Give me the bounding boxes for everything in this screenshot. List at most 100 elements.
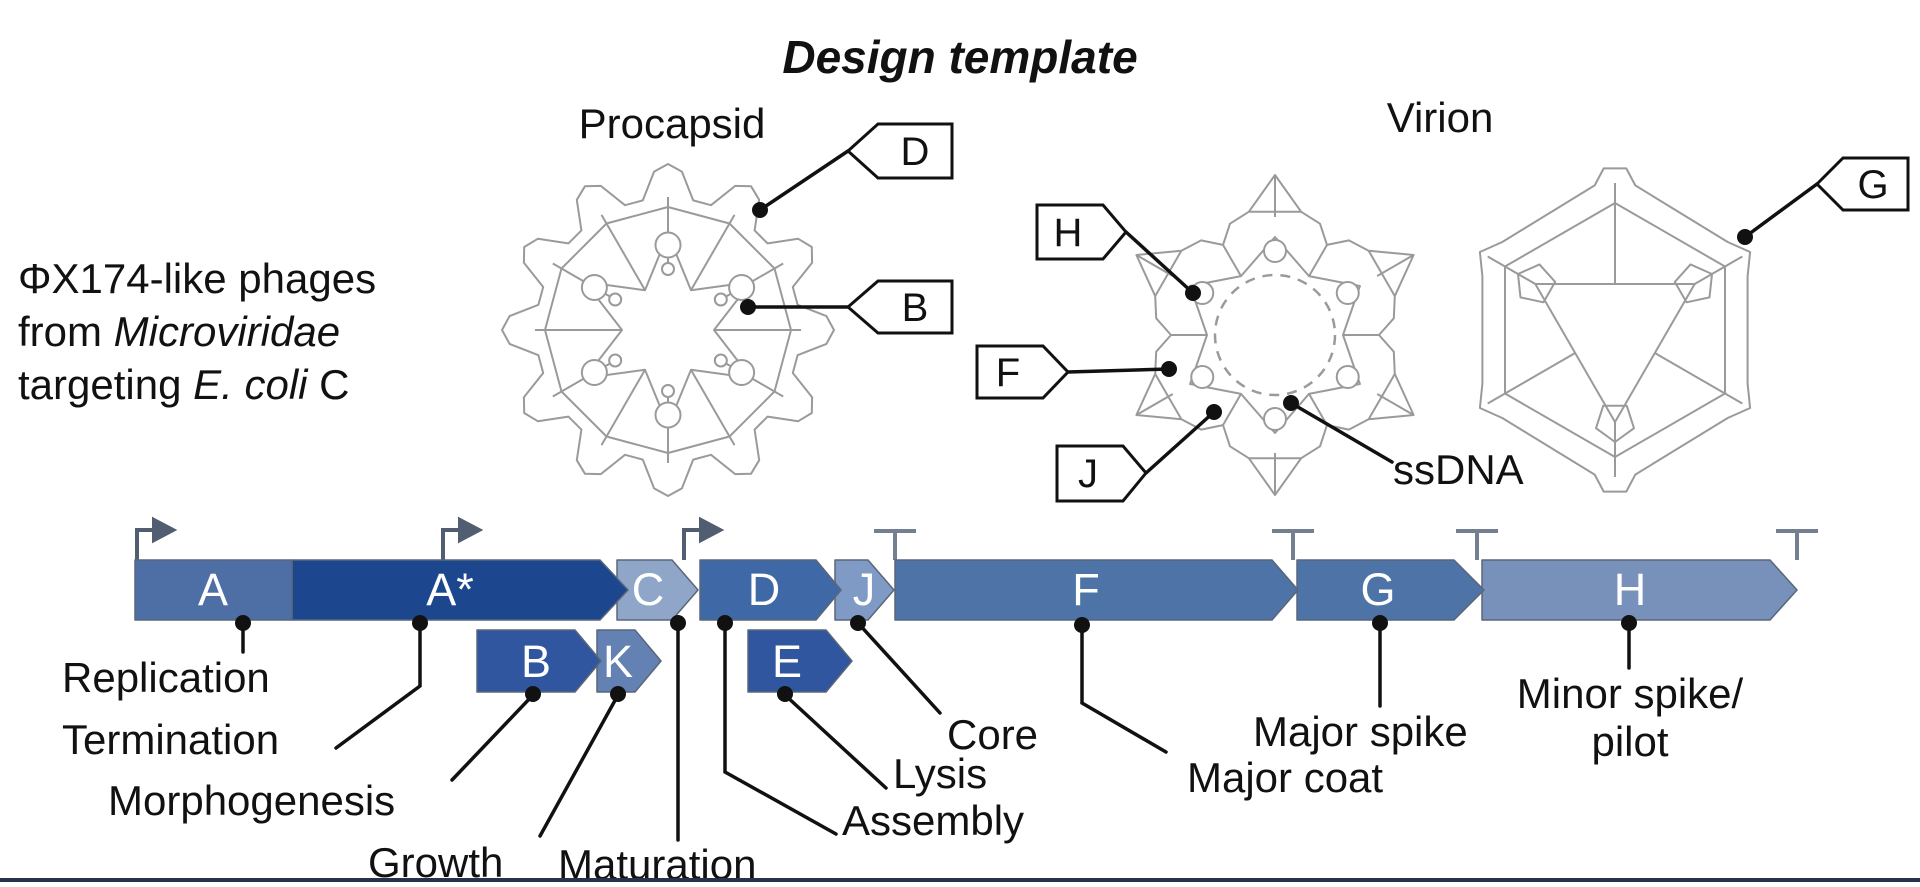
label-termination: Termination <box>62 716 280 763</box>
gene-label-F: F <box>1072 564 1100 615</box>
label-minor-spike-line1: Minor spike/ <box>1516 670 1744 717</box>
dot-gene-K <box>610 686 626 702</box>
gene-arrow-F <box>894 559 1299 621</box>
gene-arrow-C <box>616 559 699 621</box>
terminators <box>874 529 1818 560</box>
label-minor-spike-pilot: Minor spike/ pilot <box>1460 670 1800 766</box>
leader-line-termination <box>334 621 422 750</box>
dot-gene-G <box>1372 615 1388 631</box>
tag-label-G: G <box>1857 163 1888 207</box>
function-anchor-dots <box>235 615 1637 702</box>
promoters <box>135 516 725 560</box>
gene-arrow-D <box>699 559 842 621</box>
gene-label-E: E <box>772 636 802 687</box>
figure-title: Design template <box>782 31 1138 83</box>
italic-ecoli: E. coli <box>193 361 308 408</box>
dot-gene-A <box>235 615 251 631</box>
anchor-dot-H <box>1185 285 1201 301</box>
gene-label-B: B <box>521 636 551 687</box>
dot-gene-H <box>1621 615 1637 631</box>
gene-arrow-A <box>134 559 293 621</box>
dot-gene-J <box>850 615 866 631</box>
promoter-icon-1 <box>135 516 178 560</box>
gene-label-C: C <box>632 564 665 615</box>
virion-heading: Virion <box>1386 94 1494 141</box>
virion-cross-section-wireframe <box>1135 174 1415 496</box>
label-major-spike: Major spike <box>1253 708 1468 755</box>
protein-tag-labels: D B H F J G <box>901 130 1889 496</box>
tag-G <box>1814 156 1910 212</box>
tag-label-F: F <box>996 351 1020 395</box>
terminator-icon-4 <box>1776 529 1818 560</box>
anchor-dot-B <box>740 299 756 315</box>
tag-label-H: H <box>1054 211 1083 255</box>
gene-label-J: J <box>853 564 876 615</box>
anchor-dot-D <box>752 202 768 218</box>
gene-label-G: G <box>1360 564 1395 615</box>
gene-map <box>134 559 1798 693</box>
label-morphogenesis: Morphogenesis <box>108 777 396 824</box>
leader-line-F <box>1066 367 1171 374</box>
capsid-anchor-dots <box>740 202 1753 420</box>
gene-arrow-K <box>596 629 662 693</box>
label-core: Core <box>947 711 1039 758</box>
label-minor-spike-line2: pilot <box>1591 718 1669 765</box>
intro-text: ΦX174-like phages from Microviridae targ… <box>18 252 376 411</box>
terminator-icon-3 <box>1456 529 1498 560</box>
gene-label-A: A <box>198 564 228 615</box>
leader-line-core <box>856 621 942 715</box>
gene-label-D: D <box>748 564 781 615</box>
virion-icosahedron-wireframe <box>1478 167 1752 493</box>
tag-F <box>975 344 1071 400</box>
gene-label-K: K <box>603 636 633 687</box>
leader-line-J <box>1144 410 1216 475</box>
leader-line-major-coat <box>1080 623 1168 754</box>
gene-arrow-E <box>747 629 853 693</box>
capsid-leader-lines <box>746 149 1819 475</box>
label-ssdna: ssDNA <box>1393 446 1524 493</box>
gene-arrow-H <box>1481 559 1798 621</box>
anchor-dot-F <box>1161 361 1177 377</box>
gene-label-H: H <box>1614 564 1647 615</box>
italic-microviridae: Microviridae <box>113 308 341 355</box>
terminator-icon-2 <box>1272 529 1314 560</box>
leader-line-ssDNA <box>1289 401 1394 464</box>
label-major-coat: Major coat <box>1187 754 1384 801</box>
gene-arrow-G <box>1296 559 1485 621</box>
tag-label-D: D <box>901 130 930 174</box>
label-assembly: Assembly <box>842 797 1025 844</box>
protein-tags <box>845 122 1910 503</box>
dot-gene-D <box>717 615 733 631</box>
function-leader-lines <box>241 621 1631 842</box>
tag-D <box>845 122 954 180</box>
dot-gene-E <box>777 686 793 702</box>
gene-arrow-J <box>834 559 895 621</box>
tag-B <box>845 279 954 335</box>
leader-line-G <box>1743 182 1819 239</box>
dot-gene-F <box>1074 617 1090 633</box>
leader-line-D <box>758 149 850 212</box>
tag-H <box>1035 203 1128 261</box>
terminator-icon-1 <box>874 529 916 560</box>
leader-line-assembly <box>723 621 838 836</box>
dot-gene-B <box>525 686 541 702</box>
gene-arrow-B <box>476 629 602 693</box>
leader-line-lysis <box>783 693 888 790</box>
promoter-icon-2 <box>441 516 484 560</box>
tag-label-B: B <box>902 286 929 330</box>
anchor-dot-J <box>1206 404 1222 420</box>
label-replication: Replication <box>62 654 270 701</box>
anchor-dot-ssDNA <box>1283 395 1299 411</box>
leader-line-H <box>1124 230 1195 295</box>
tag-J <box>1055 444 1148 503</box>
gene-label-A-star: A* <box>426 564 474 615</box>
tag-label-J: J <box>1078 452 1098 496</box>
anchor-dot-G <box>1737 229 1753 245</box>
dot-gene-C <box>670 615 686 631</box>
gene-labels: A A* C D J F G H B K E <box>198 564 1646 687</box>
leader-line-morphogenesis <box>450 693 535 782</box>
procapsid-heading: Procapsid <box>578 100 766 147</box>
dot-gene-A-star <box>412 615 428 631</box>
